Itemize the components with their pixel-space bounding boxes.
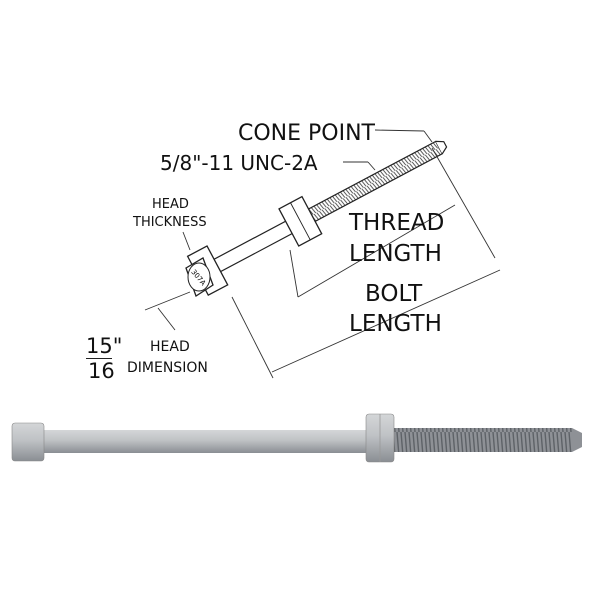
cone-point-label: CONE POINT	[238, 121, 375, 146]
thread-length-label-line1: THREAD	[349, 210, 445, 236]
line-drawing-bolt	[186, 140, 448, 297]
head-thickness-label-line2: THICKNESS	[133, 215, 207, 230]
fraction-bar	[86, 358, 112, 359]
bolt-length-label-line2: LENGTH	[349, 311, 442, 337]
photo-bolt	[11, 413, 582, 463]
thread-length-label-line2: LENGTH	[349, 241, 442, 267]
head-dimension-numerator: 15"	[86, 334, 123, 358]
bolt-length-label-line1: BOLT	[365, 281, 423, 307]
photo-shank	[40, 430, 370, 453]
head-dimension-label-line2: DIMENSION	[127, 360, 208, 376]
head-face: 307A	[185, 257, 214, 297]
photo-head	[11, 422, 45, 462]
thread-spec-label: 5/8"-11 UNC-2A	[160, 151, 318, 175]
head-dimension-denominator: 16	[88, 359, 115, 383]
head-dimension-label-line1: HEAD	[150, 339, 190, 355]
head-thickness-label-line1: HEAD	[152, 197, 189, 212]
photo-threads	[392, 428, 572, 452]
dimension-lines	[144, 129, 501, 379]
cone-point	[435, 140, 448, 155]
